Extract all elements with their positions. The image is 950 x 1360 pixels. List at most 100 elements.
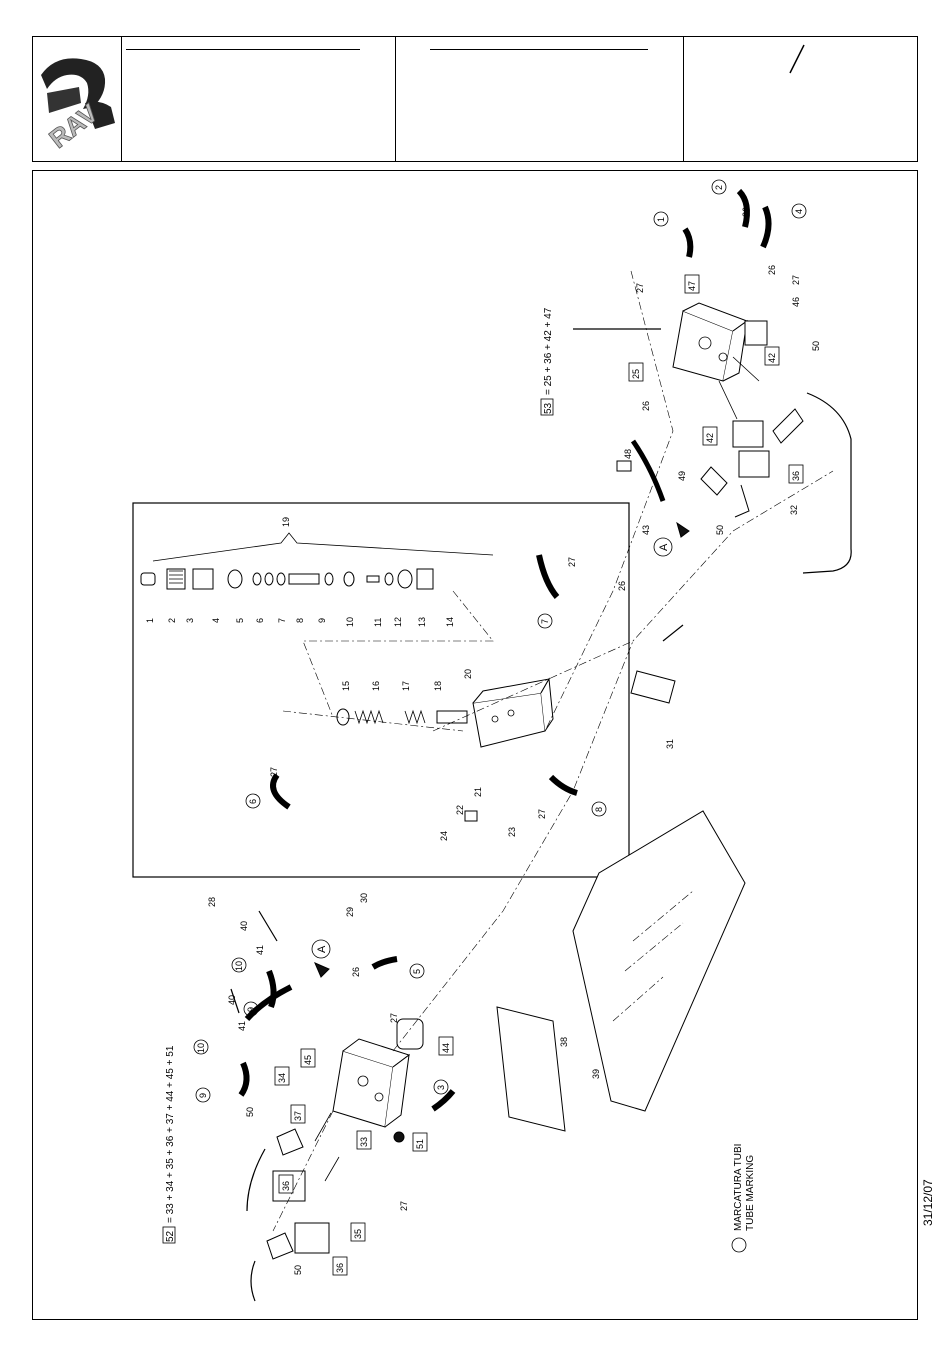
fitting-24: [464, 810, 478, 822]
svg-text:14: 14: [445, 617, 455, 627]
svg-text:12: 12: [393, 617, 403, 627]
fitting-48: [616, 460, 632, 472]
svg-text:30: 30: [359, 893, 369, 903]
svg-text:26: 26: [741, 207, 751, 217]
cartridges-35-37: [314, 1112, 340, 1182]
spring-stack-15-18: [336, 708, 468, 726]
svg-text:10: 10: [196, 1043, 206, 1053]
hose-4: [760, 205, 772, 249]
svg-text:41: 41: [255, 945, 265, 955]
boxed-labels: 25 47 42 42 36 36 36 35 37 34 45 44 33 5…: [274, 274, 804, 1276]
svg-text:9: 9: [317, 618, 327, 623]
svg-text:50: 50: [811, 341, 821, 351]
svg-text:36: 36: [791, 471, 801, 481]
hose-1: [682, 227, 694, 258]
cable-32: [802, 392, 852, 574]
svg-text:15: 15: [341, 681, 351, 691]
hose-9-b: [244, 984, 293, 1022]
plug-46: [744, 320, 768, 346]
svg-text:A: A: [658, 543, 670, 551]
svg-text:3: 3: [436, 1085, 446, 1090]
header-field-3: [683, 37, 917, 161]
svg-text:1: 1: [145, 618, 155, 623]
connector-50-a: [276, 1128, 304, 1156]
hose-6: [270, 773, 291, 810]
connector-50-top: [772, 408, 804, 444]
svg-text:2: 2: [714, 185, 724, 190]
svg-text:5: 5: [235, 618, 245, 623]
date-text: 31/12/07: [921, 1179, 935, 1226]
tube-marking-legend: MARCATURA TUBI TUBE MARKING: [731, 1144, 756, 1253]
svg-text:41: 41: [237, 1021, 247, 1031]
svg-text:8: 8: [295, 618, 305, 623]
rav-logo: RAV: [41, 58, 115, 154]
svg-text:17: 17: [401, 681, 411, 691]
svg-text:29: 29: [345, 907, 355, 917]
svg-text:4: 4: [211, 618, 221, 623]
coil-36-b: [294, 1222, 330, 1254]
coil-36-a: [272, 1170, 306, 1202]
exploded-diagram: .thin{stroke:#000;stroke-width:0.8;fill:…: [132, 179, 852, 1302]
svg-text:18: 18: [433, 681, 443, 691]
exploded-diagram-frame: .thin{stroke:#000;stroke-width:0.8;fill:…: [32, 170, 918, 1320]
svg-text:27: 27: [269, 767, 279, 777]
svg-text:28: 28: [207, 897, 217, 907]
svg-text:34: 34: [277, 1073, 287, 1083]
tube-markers: 1 2 4 3 5 6 7 8 9 9 10 10 A A: [193, 179, 807, 1103]
inset-box-28: [132, 502, 630, 878]
formula-53: 53 = 25 + 36 + 42 + 47: [540, 307, 554, 416]
svg-text:23: 23: [507, 827, 517, 837]
svg-text:32: 32: [789, 505, 799, 515]
svg-text:42: 42: [705, 433, 715, 443]
mounting-frame: [572, 810, 746, 1112]
svg-text:37: 37: [293, 1111, 303, 1121]
direction-arrow-a-top: [676, 521, 690, 538]
svg-text:45: 45: [303, 1055, 313, 1065]
formula-52: 52 = 33 + 34 + 35 + 36 + 37 + 44 + 45 + …: [162, 1045, 176, 1244]
svg-text:9: 9: [246, 1007, 256, 1012]
valve-cartridge-parts: [140, 568, 434, 590]
hose-2: [736, 188, 750, 228]
svg-text:9: 9: [198, 1093, 208, 1098]
svg-text:26: 26: [617, 581, 627, 591]
hose-10-a: [266, 969, 277, 1009]
header-field-1: [121, 37, 396, 161]
svg-text:2: 2: [167, 618, 177, 623]
part-number-labels: 1 2 3 4 5 6 7 8 9 10 11 12 13 14 19 15 1…: [145, 207, 821, 1275]
legend-line-2: TUBE MARKING: [745, 1155, 756, 1231]
svg-text:7: 7: [277, 618, 287, 623]
base-plate-38: [496, 1006, 566, 1132]
svg-text:10: 10: [345, 617, 355, 627]
header-rule-1: [126, 49, 360, 50]
svg-text:25: 25: [631, 369, 641, 379]
svg-text:26: 26: [351, 967, 361, 977]
formula-52-expr: = 33 + 34 + 35 + 36 + 37 + 44 + 45 + 51: [165, 1045, 176, 1223]
svg-text:27: 27: [635, 283, 645, 293]
bolt-40-b: [230, 988, 240, 1014]
svg-text:16: 16: [371, 681, 381, 691]
svg-text:26: 26: [641, 401, 651, 411]
drawing-date: 31/12/07: [921, 1179, 935, 1226]
svg-text:27: 27: [537, 809, 547, 819]
svg-text:22: 22: [455, 805, 465, 815]
header-slash: [789, 44, 805, 74]
bolt-40-a: [258, 910, 278, 942]
hose-8: [548, 774, 578, 796]
svg-text:13: 13: [417, 617, 427, 627]
svg-text:38: 38: [559, 1037, 569, 1047]
svg-text:47: 47: [687, 281, 697, 291]
svg-text:48: 48: [623, 449, 633, 459]
hose-5: [371, 956, 398, 970]
direction-arrow-a-bottom: [314, 962, 330, 978]
svg-text:27: 27: [567, 557, 577, 567]
svg-text:40: 40: [239, 921, 249, 931]
svg-text:A: A: [316, 945, 328, 953]
svg-text:19: 19: [281, 517, 291, 527]
logo-cell: RAV: [33, 37, 121, 161]
svg-text:3: 3: [185, 618, 195, 623]
connector-50-b: [266, 1232, 294, 1260]
svg-text:42: 42: [767, 353, 777, 363]
svg-text:51: 51: [415, 1139, 425, 1149]
ball-51: [393, 1131, 405, 1143]
svg-text:39: 39: [591, 1069, 601, 1079]
